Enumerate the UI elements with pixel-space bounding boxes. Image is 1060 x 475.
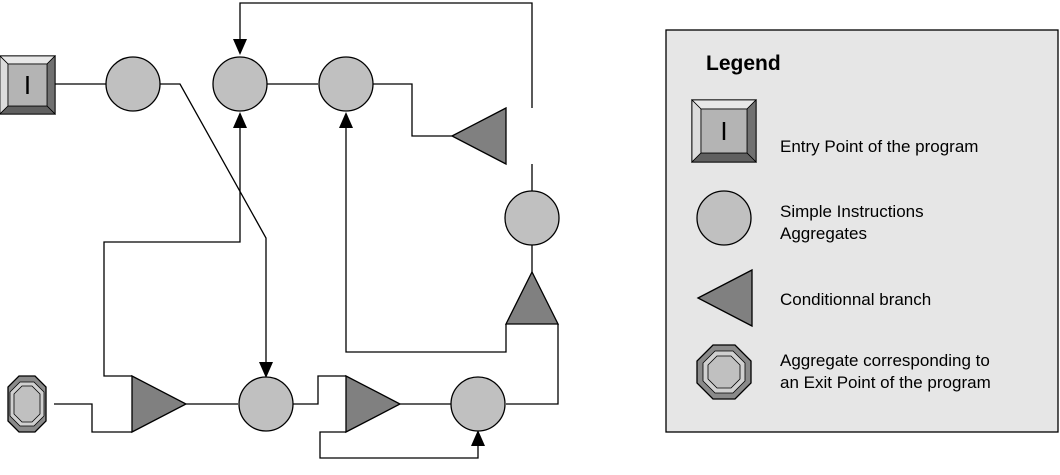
edge-t2-to-c xyxy=(345,124,507,353)
edge-t4-loop-to-h xyxy=(319,431,479,459)
arrowhead-into-g-top xyxy=(259,362,273,378)
instruction-aggregate-d xyxy=(504,190,560,246)
edge-c-to-t1 xyxy=(372,83,452,137)
instruction-aggregate-g xyxy=(238,376,294,432)
edge-t1-loop-to-b xyxy=(239,2,533,108)
legend-item-branch-text: Conditionnal branch xyxy=(780,290,931,309)
legend-item-branch-line-1: Conditionnal branch xyxy=(780,290,931,309)
conditional-branch-t3 xyxy=(131,374,188,434)
legend-item-aggregate-line-1: Simple Instructions xyxy=(780,202,924,221)
legend-item-aggregate-text: Simple Instructions Aggregates xyxy=(780,202,928,243)
arrowhead-into-c-bottom xyxy=(339,112,353,128)
legend-entry-icon: I xyxy=(691,99,757,163)
diagram-edges xyxy=(54,2,559,459)
edge-g-to-t4 xyxy=(292,375,346,405)
legend-item-aggregate-line-2: Aggregates xyxy=(780,224,867,243)
instruction-aggregate-h xyxy=(450,376,506,432)
instruction-aggregate-b xyxy=(212,56,268,112)
legend-branch-icon xyxy=(696,268,753,328)
edge-a-to-g xyxy=(160,83,267,366)
instruction-aggregate-c xyxy=(318,56,374,112)
legend-circle-icon xyxy=(696,190,752,246)
edge-exit-to-t3 xyxy=(54,403,132,433)
entry-point-label: I xyxy=(24,70,31,100)
legend-title: Legend xyxy=(706,52,781,75)
legend-item-entry-line-1: Entry Point of the program xyxy=(780,137,978,156)
arrowhead-into-h-bottom xyxy=(471,430,485,446)
edge-h-to-t2 xyxy=(506,324,559,405)
legend-panel: Legend I Entry Point of the program Simp… xyxy=(665,29,1059,433)
legend-item-entry-text: Entry Point of the program xyxy=(780,137,978,156)
legend-entry-icon-label: I xyxy=(720,116,727,146)
conditional-branch-t2 xyxy=(504,270,560,325)
diagram-arrowheads xyxy=(233,39,485,446)
instruction-aggregate-a xyxy=(105,56,161,112)
arrowhead-into-b-bottom xyxy=(233,112,247,128)
legend-exit-icon xyxy=(696,344,752,400)
legend-item-exit-text: Aggregate corresponding to an Exit Point… xyxy=(780,351,995,392)
legend-item-exit-line-1: Aggregate corresponding to xyxy=(780,351,990,370)
diagram-nodes: I xyxy=(0,55,560,434)
legend-item-exit-line-2: an Exit Point of the program xyxy=(780,373,991,392)
arrowhead-into-b-top xyxy=(233,39,247,55)
exit-point-node xyxy=(7,375,47,433)
edge-t3-to-b xyxy=(103,124,241,377)
conditional-branch-t4 xyxy=(345,374,402,434)
entry-point-node: I xyxy=(0,55,56,115)
conditional-branch-t1 xyxy=(450,106,507,166)
